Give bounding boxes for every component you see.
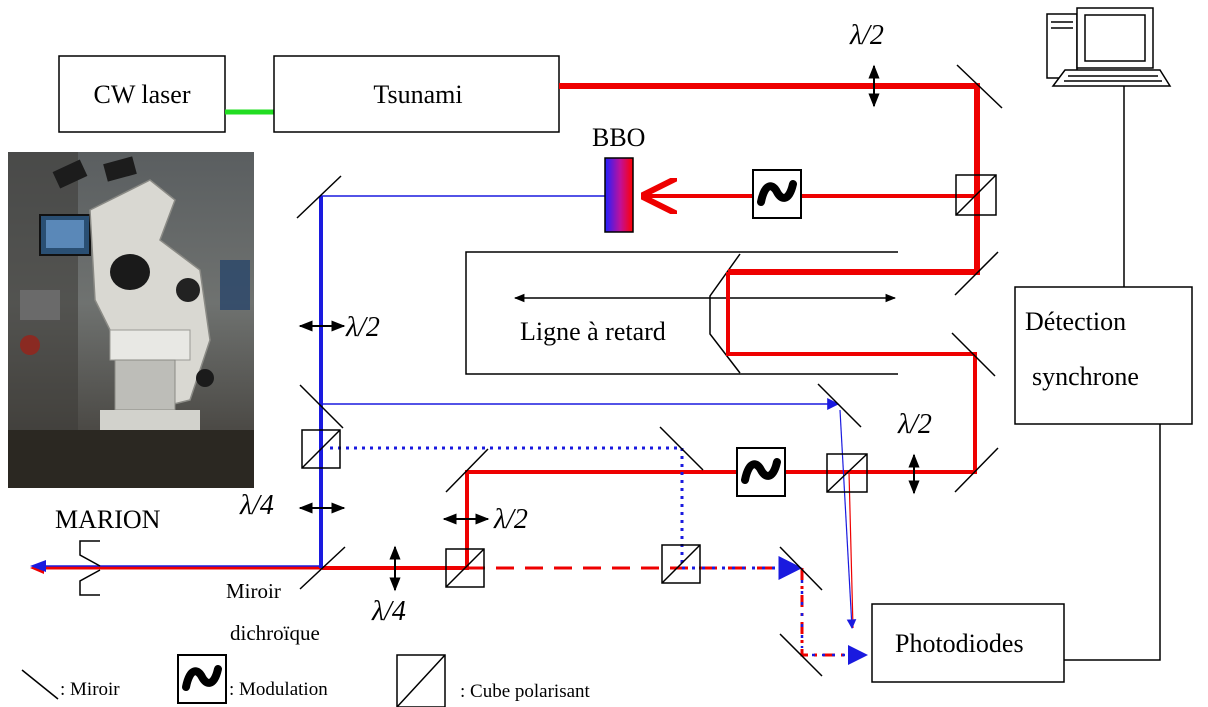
- mirror-7: [445, 448, 489, 493]
- legend-cube-text: : Cube polarisant: [460, 681, 591, 702]
- mirror-1: [956, 64, 1003, 109]
- legend-modulation-icon: [177, 654, 227, 704]
- blue-output-arrowhead: [30, 560, 46, 572]
- lambda-label-2: λ/2: [345, 312, 380, 343]
- tsunami-label: Tsunami: [373, 80, 462, 109]
- photodiodes-box: Photodiodes: [871, 603, 1065, 683]
- mirror-10: [779, 546, 823, 591]
- cw-laser-label: CW laser: [94, 80, 191, 109]
- waveplates: [298, 64, 920, 592]
- mirror-11: [779, 633, 823, 677]
- mirror-6: [299, 384, 344, 429]
- lambda-label-6: λ/4: [371, 596, 406, 627]
- dichroic-label-line2: dichroïque: [230, 621, 320, 645]
- dichroic-label-line1: Miroir: [226, 579, 281, 603]
- lambda-label-1: λ/2: [849, 20, 884, 51]
- computer-icon: [1046, 7, 1172, 87]
- marion-label: MARION: [55, 505, 161, 534]
- signal-wires: [1064, 86, 1161, 661]
- legend-mirror-icon: [21, 669, 59, 700]
- modulator-2: [736, 447, 786, 497]
- detection-label-line1: Détection: [1025, 307, 1126, 336]
- mirror-3: [951, 332, 996, 377]
- microscope-photo: [8, 152, 254, 488]
- legend-modulation-text: : Modulation: [229, 679, 328, 700]
- mirror-2: [954, 251, 999, 296]
- modulator-1: [752, 169, 802, 219]
- tsunami-box: Tsunami: [273, 55, 560, 133]
- cube-4: [445, 548, 485, 588]
- mirror-5: [296, 175, 342, 219]
- mirror-8: [659, 426, 704, 471]
- mirrors: [296, 64, 1003, 677]
- lambda-label-4: λ/4: [239, 490, 274, 521]
- detection-label-line2: synchrone: [1032, 362, 1139, 391]
- cube-1: [955, 174, 997, 216]
- bbo-label: BBO: [592, 123, 645, 152]
- modulators: [736, 169, 802, 497]
- bbo-crystal: [604, 157, 634, 233]
- legend: : Miroir : Modulation : Cube polarisant: [21, 654, 591, 707]
- legend-cube-icon: [396, 654, 446, 707]
- dichroic-mirror: [299, 546, 346, 590]
- mirror-4: [954, 447, 999, 493]
- delay-line-label: Ligne à retard: [520, 317, 666, 346]
- cube-5: [661, 544, 701, 584]
- lambda-label-3: λ/2: [897, 409, 932, 440]
- cw-laser-box: CW laser: [58, 55, 226, 133]
- delay-line: [465, 251, 898, 375]
- lock-in-detection-box: Détection synchrone: [1014, 286, 1193, 425]
- mirror-9: [817, 383, 862, 428]
- cube-3: [301, 429, 341, 469]
- marion-objective: [79, 540, 101, 596]
- cube-2: [826, 453, 868, 493]
- lambda-label-5: λ/2: [493, 504, 528, 535]
- photodiodes-label: Photodiodes: [895, 629, 1024, 658]
- legend-mirror-text: : Miroir: [60, 679, 120, 700]
- polarizing-cubes: [301, 174, 997, 588]
